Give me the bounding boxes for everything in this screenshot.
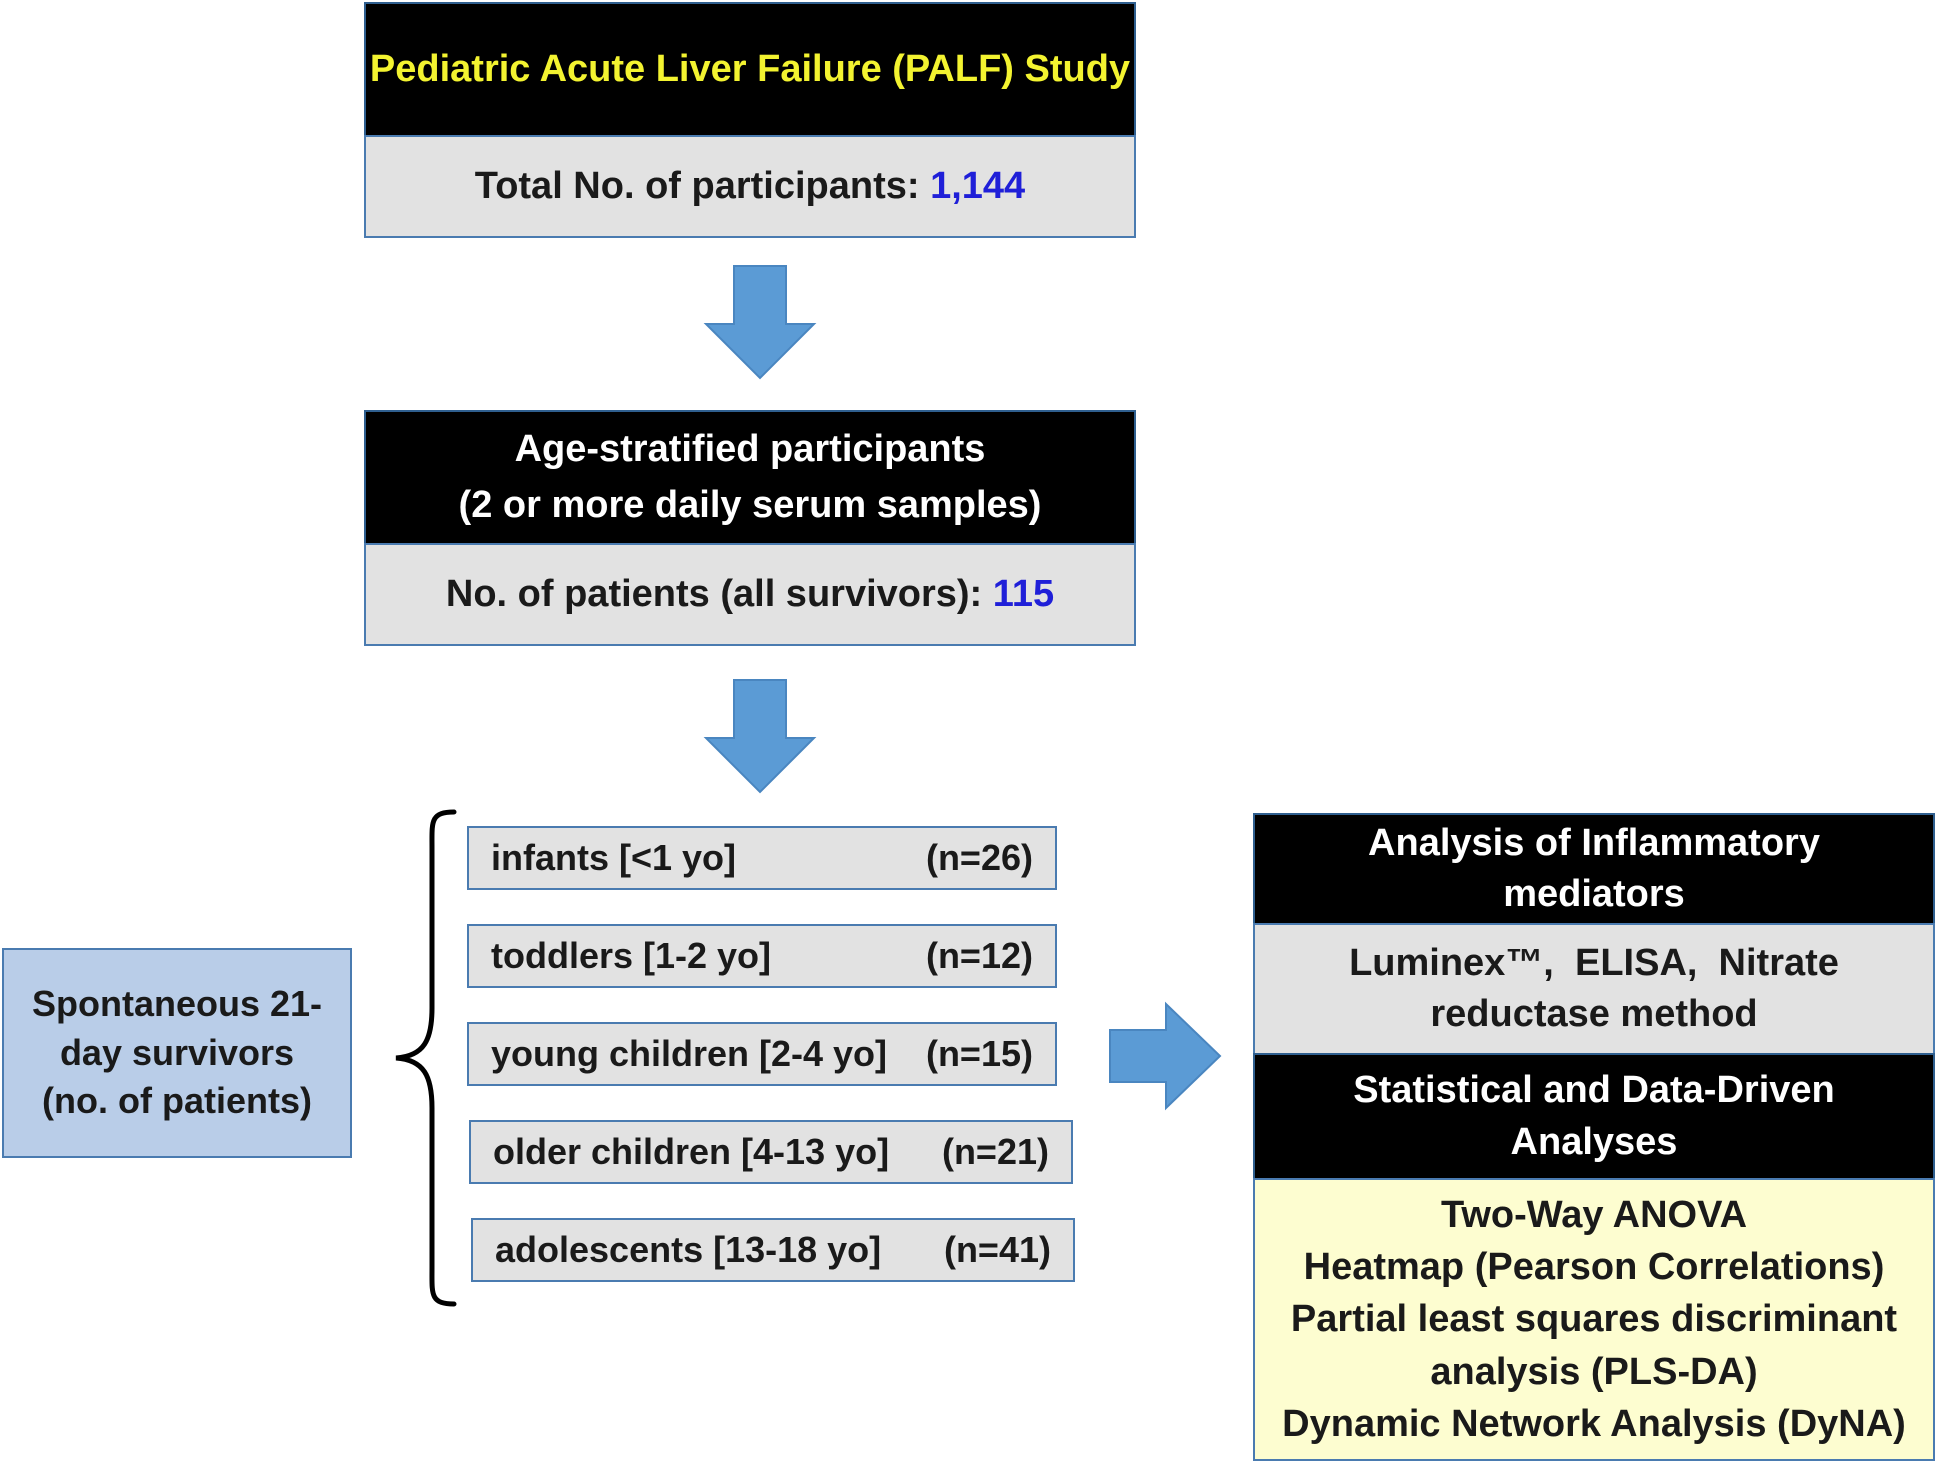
statistical-methods-box: Two-Way ANOVA Heatmap (Pearson Correlati… [1253, 1178, 1935, 1461]
methods-box: Luminex™, ELISA, Nitrate reductase metho… [1253, 923, 1935, 1055]
age-group-label: infants [<1 yo] [491, 837, 737, 878]
total-participants-label: Total No. of participants: [474, 164, 931, 207]
patients-count-value: 115 [992, 572, 1055, 615]
age-group-count: (n=41) [943, 1229, 1051, 1270]
total-participants-box: Total No. of participants: 1,144 [364, 135, 1136, 238]
age-stratified-title-line1: Age-stratified participants [514, 428, 986, 471]
age-group-row-adolescents: adolescents [13-18 yo] (n=41) [471, 1218, 1075, 1282]
statistical-analyses-header: Statistical and Data-Driven Analyses [1253, 1053, 1935, 1180]
curly-brace [395, 809, 457, 1307]
statistical-analyses-title-line1: Statistical and Data-Driven [1353, 1069, 1835, 1112]
palf-study-header: Pediatric Acute Liver Failure (PALF) Stu… [364, 2, 1136, 137]
total-participants-value: 1,144 [930, 164, 1026, 207]
down-arrow-icon [703, 265, 817, 380]
age-group-row-toddlers: toddlers [1-2 yo] (n=12) [467, 924, 1057, 988]
survivors-line3: (no. of patients) [42, 1080, 312, 1122]
age-group-label: young children [2-4 yo] [491, 1033, 888, 1074]
survivors-box: Spontaneous 21- day survivors (no. of pa… [2, 948, 352, 1158]
inflammatory-analysis-title-line2: mediators [1503, 873, 1685, 915]
survivors-line2: day survivors [59, 1031, 295, 1073]
age-group-count: (n=21) [941, 1131, 1049, 1172]
age-group-row-older-children: older children [4-13 yo] (n=21) [469, 1120, 1073, 1184]
age-group-row-infants: infants [<1 yo] (n=26) [467, 826, 1057, 890]
statistical-analyses-title-line2: Analyses [1510, 1120, 1678, 1163]
age-group-count: (n=12) [925, 935, 1033, 976]
age-group-count: (n=26) [925, 837, 1033, 878]
age-stratified-header: Age-stratified participants (2 or more d… [364, 410, 1136, 545]
stats-method-item: analysis (PLS-DA) [1430, 1350, 1758, 1393]
patients-count-label: No. of patients (all survivors): [445, 572, 993, 615]
methods-line2: reductase method [1430, 993, 1758, 1035]
down-arrow-icon [703, 679, 817, 794]
methods-line1: Luminex™, ELISA, Nitrate [1349, 941, 1839, 984]
stats-method-item: Heatmap (Pearson Correlations) [1303, 1246, 1885, 1289]
survivors-line1: Spontaneous 21- [31, 983, 323, 1025]
patients-count-box: No. of patients (all survivors): 115 [364, 543, 1136, 646]
age-stratified-title-line2: (2 or more daily serum samples) [458, 483, 1042, 526]
stats-method-item: Dynamic Network Analysis (DyNA) [1282, 1402, 1906, 1445]
age-group-row-young-children: young children [2-4 yo] (n=15) [467, 1022, 1057, 1086]
age-group-label: toddlers [1-2 yo] [491, 935, 772, 976]
inflammatory-analysis-header: Analysis of Inflammatory mediators [1253, 813, 1935, 925]
right-arrow-icon [1109, 1001, 1222, 1111]
age-group-count: (n=15) [925, 1033, 1033, 1074]
age-group-label: older children [4-13 yo] [493, 1131, 890, 1172]
stats-method-item: Partial least squares discriminant [1290, 1298, 1898, 1341]
age-group-label: adolescents [13-18 yo] [495, 1229, 882, 1270]
palf-study-title: Pediatric Acute Liver Failure (PALF) Stu… [369, 47, 1131, 90]
stats-method-item: Two-Way ANOVA [1440, 1194, 1748, 1237]
inflammatory-analysis-title-line1: Analysis of Inflammatory [1368, 821, 1820, 864]
